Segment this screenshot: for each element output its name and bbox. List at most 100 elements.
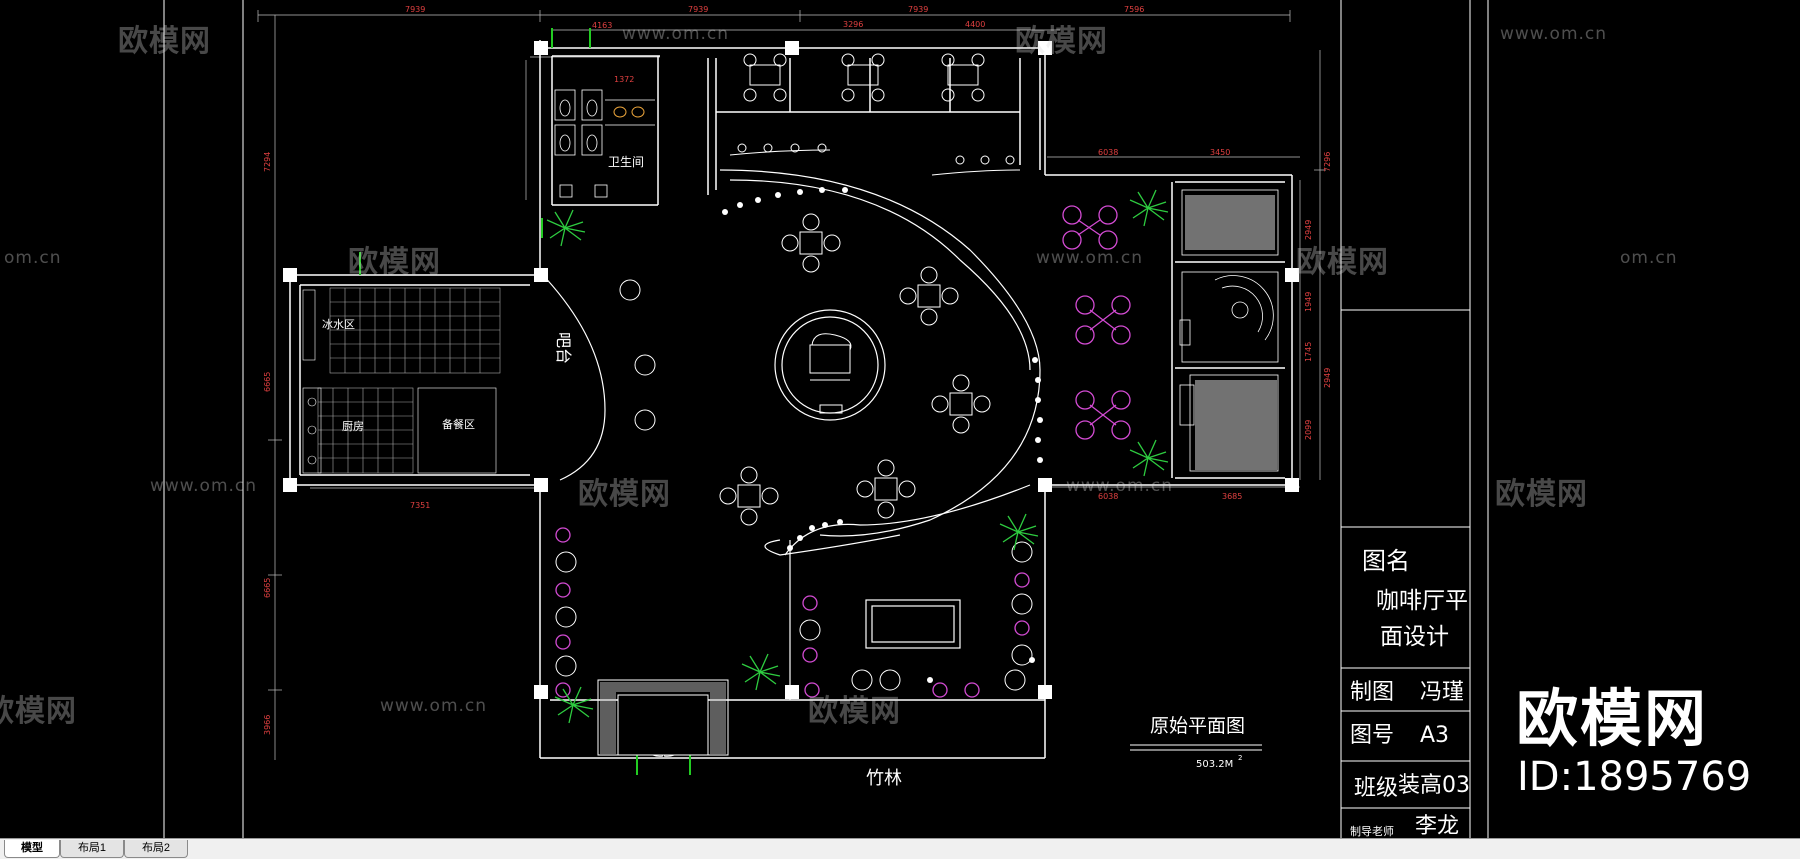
title-block: 图名 咖啡厅平 面设计 制图 冯瑾 图号 A3 班级 装高03 制导老师 李龙 [1350,547,1470,838]
dim-toilet: 1372 [614,75,634,84]
watermark-brand-3: 欧模网 [348,245,441,280]
label-kitchen: 厨房 [342,420,364,433]
watermark-brand-1: 欧模网 [118,24,211,59]
table-set-3 [931,374,991,434]
watermark-url-8: om.cn [1620,248,1678,268]
table-set-4 [856,459,916,519]
area-sup: 2 [1238,754,1242,762]
watermark-brand-7: 欧模网 [0,694,77,729]
planter-pattern [600,682,726,754]
door-swings [359,28,691,775]
dim-upper-b: 3450 [1210,148,1230,157]
dim-top-2: 7939 [688,5,708,14]
dim-top-5: 7939 [908,5,928,14]
dim-top-1: 7939 [405,5,425,14]
tb-drawer-label: 制图 [1350,680,1394,705]
right-lounges [1179,189,1279,472]
tb-name-label: 图名 [1362,547,1410,575]
label-serving: 备餐区 [442,417,475,431]
plan-title: 原始平面图 [1150,715,1245,737]
tab-model[interactable]: 模型 [4,840,60,858]
plant-1 [546,209,586,247]
piano [809,333,852,414]
tab-layout-2[interactable]: 布局2 [124,840,188,858]
dim-upper-a: 6038 [1098,148,1118,157]
tab-layout-1[interactable]: 布局1 [60,840,124,858]
plant-2 [1129,189,1169,227]
white-stools-bottom [555,541,1033,691]
dim-left-1: 7294 [263,152,272,172]
table-set-1 [781,213,841,273]
plant-3 [1129,439,1169,477]
dimension-text: 7939 7939 4163 3296 7939 4400 7596 7294 … [263,5,1332,735]
label-bar: 吧台 [554,332,573,364]
model-id: ID:1895769 [1517,754,1752,800]
tb-name-line2: 面设计 [1380,624,1449,650]
entrance-planter [597,679,729,756]
top-booths [729,53,1021,176]
dim-lower-b: 3685 [1222,492,1242,501]
central-curves [539,169,1041,700]
tb-class-value: 装高03 [1398,773,1470,798]
room-labels: 卫生间 冰水区 厨房 备餐区 吧台 竹林 原始平面图 503.2M 2 [322,155,1245,789]
table-sets [719,213,991,526]
watermark-url-1: www.om.cn [1500,24,1608,44]
dim-left-3: 6665 [263,578,272,598]
plant-5 [741,653,781,691]
layout-tab-bar: 模型 布局1 布局2 [0,838,1800,859]
plant-4 [999,513,1039,551]
dimension-lines [257,10,1326,760]
watermark-brand-2: 欧模网 [1015,24,1108,59]
watermark-url-3: om.cn [4,248,62,268]
toilet-fixtures [554,89,655,198]
tb-number-value: A3 [1420,723,1449,748]
watermark-brand-5: 欧模网 [578,477,671,512]
kitchen-grid [302,287,501,474]
dim-right-2: 2949 [1304,220,1313,240]
dim-top-6: 4400 [965,20,985,29]
tb-teacher-name: 李龙 [1415,814,1459,838]
magenta-chairs-right [1062,205,1131,440]
brand-logo-text: 欧模网 [1516,682,1709,755]
dim-right-5: 2099 [1304,420,1313,440]
watermark-brand-8: 欧模网 [808,694,901,729]
tb-number-label: 图号 [1350,723,1394,748]
tb-drawer-name: 冯瑾 [1420,680,1464,705]
drawing-frame [163,0,1489,838]
dim-right-6: 2949 [1323,368,1332,388]
lounge-dot-pattern [1185,195,1277,470]
dim-right-1: 7296 [1323,152,1332,172]
watermark-url-6: www.om.cn [1066,476,1174,496]
watermark-url-7: www.om.cn [380,696,488,716]
dim-top-4: 3296 [843,20,863,29]
dim-right-4: 1745 [1304,342,1313,362]
dim-top-3: 4163 [592,21,612,30]
plants [546,189,1169,724]
area-value: 503.2M [1196,759,1233,770]
tb-class-label: 班级 [1354,776,1398,801]
building-walls [289,40,1293,759]
label-prep: 冰水区 [322,318,355,331]
magenta-chairs-left [555,527,1030,698]
bar-stools [619,279,656,431]
dim-kitchen-bottom: 7351 [410,501,430,510]
label-toilet: 卫生间 [608,155,644,169]
watermark-brand-6: 欧模网 [1495,477,1588,512]
plan-title-underline [1130,744,1262,751]
sink-fixtures [613,106,645,118]
watermark-brand-4: 欧模网 [1296,245,1389,280]
tb-name-line1: 咖啡厅平 [1376,588,1468,614]
flower-border [722,187,1043,683]
dim-left-4: 3966 [263,715,272,735]
dim-left-2: 6665 [263,372,272,392]
dim-lower-a: 6038 [1098,492,1118,501]
cad-drawing-canvas[interactable]: 7939 7939 4163 3296 7939 4400 7596 7294 … [0,0,1800,838]
label-bamboo: 竹林 [866,768,902,789]
dim-top-7: 7596 [1124,5,1144,14]
column-posts [283,41,1299,699]
watermark-url-4: www.om.cn [1036,248,1144,268]
table-set-5 [719,466,779,526]
watermark-url-2: www.om.cn [622,24,730,44]
plant-6 [554,686,594,724]
